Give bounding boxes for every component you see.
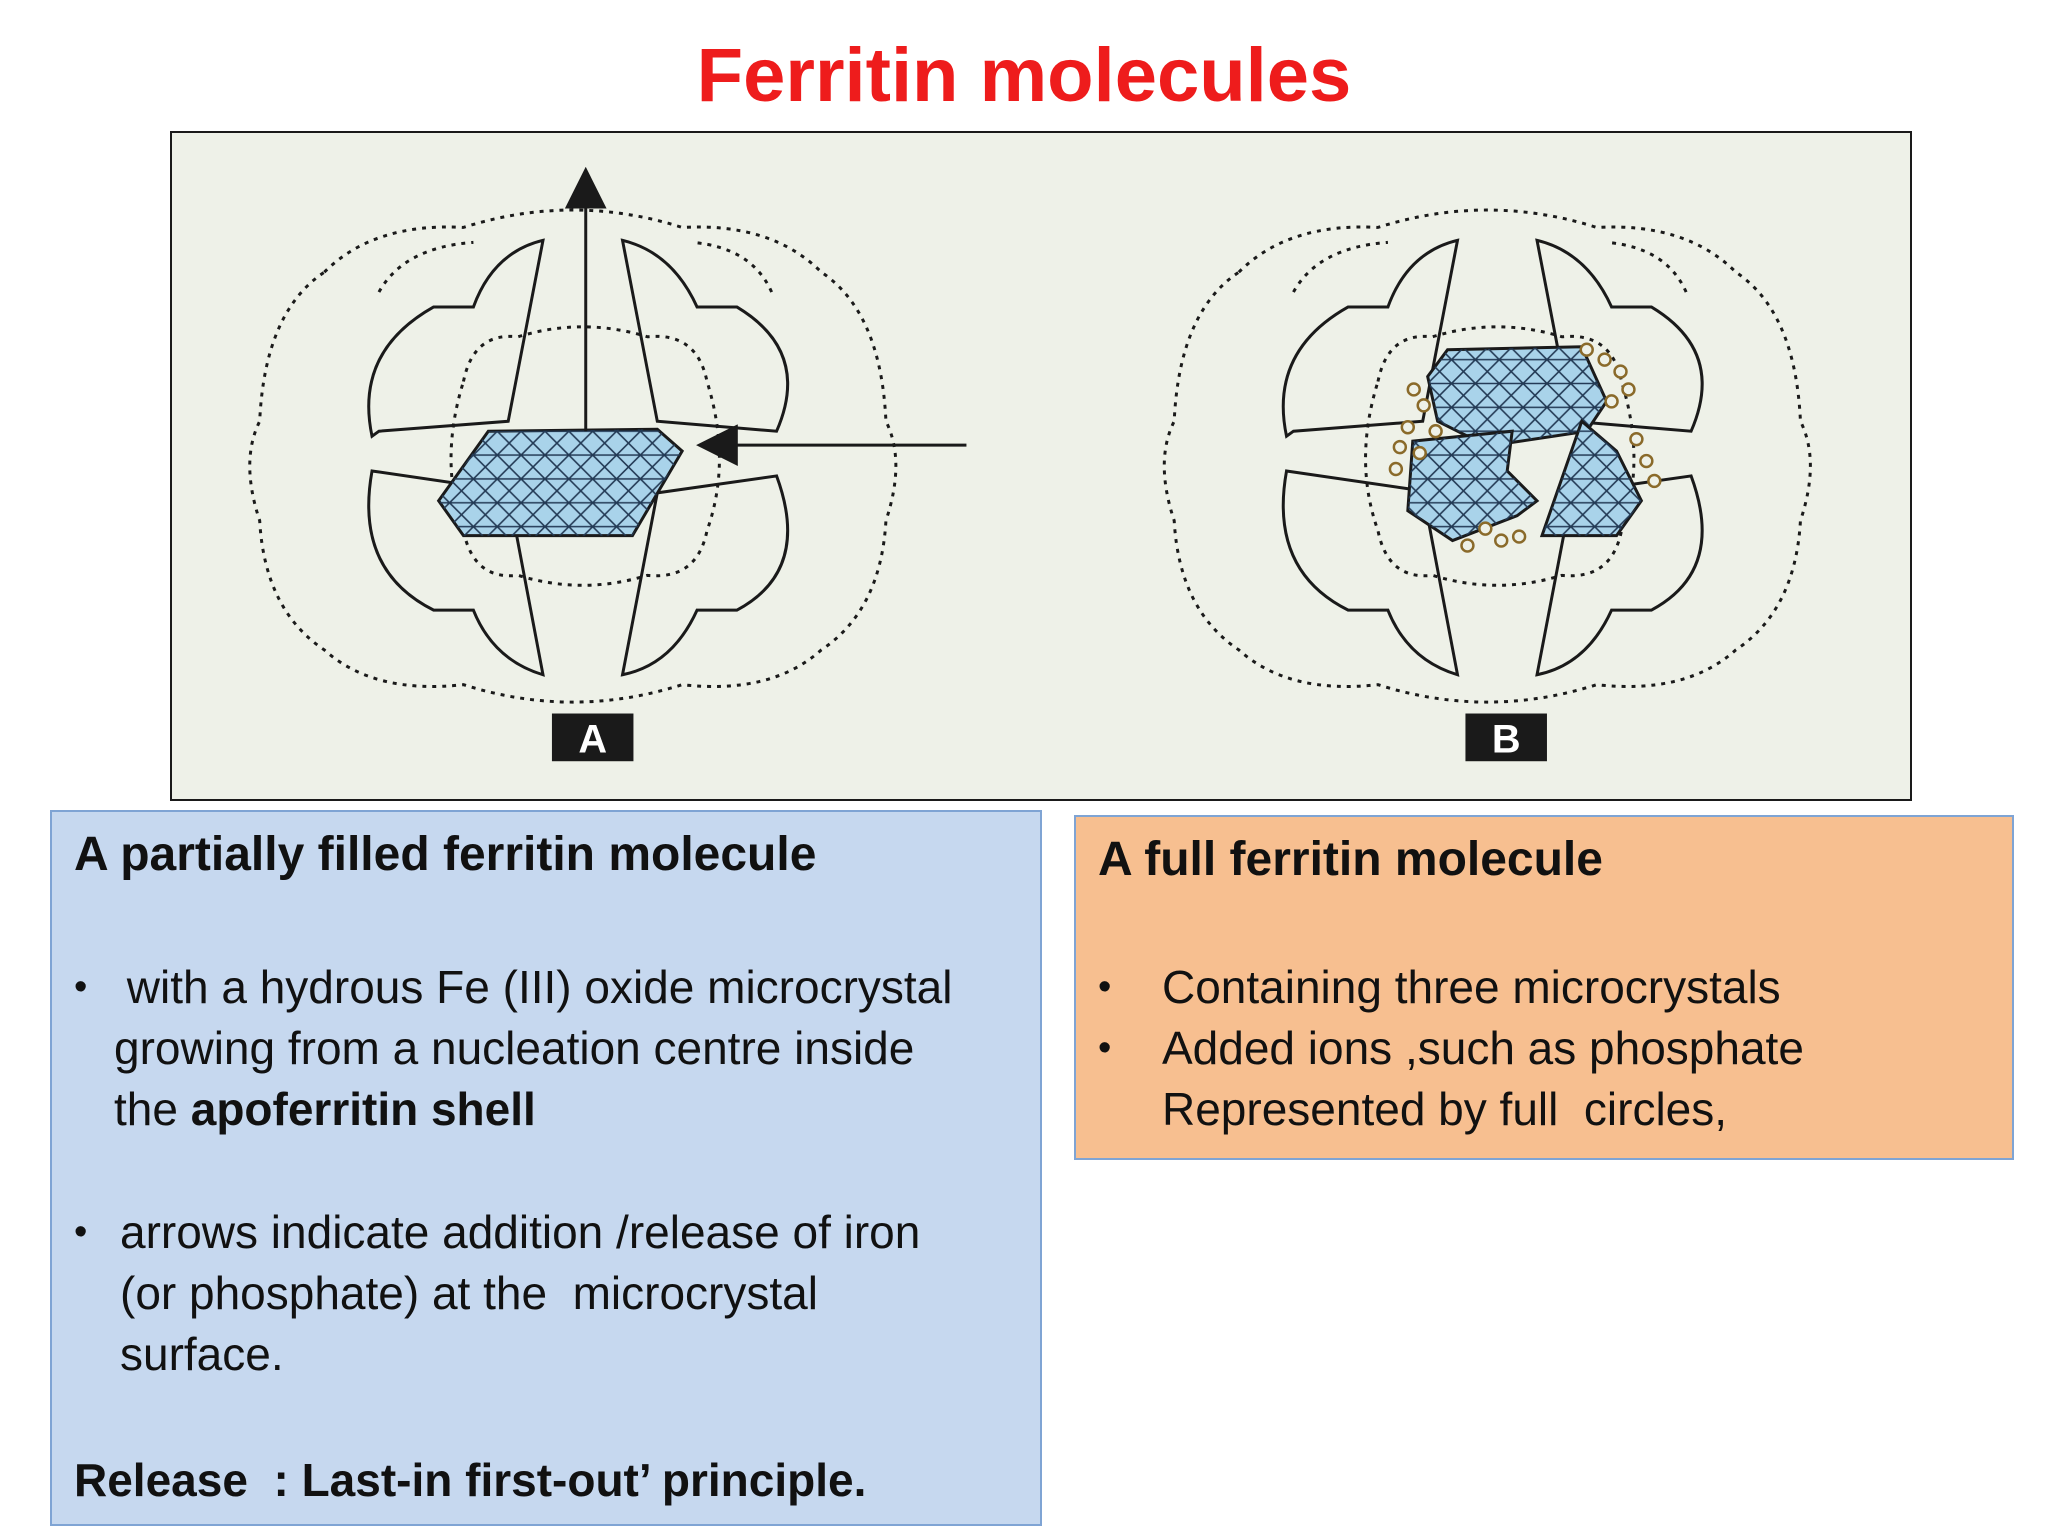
partial-bullet-1: • with a hydrous Fe (III) oxide microcry… (74, 957, 952, 1140)
partial-bullet-1-line-3: the apoferritin shell (114, 1083, 536, 1135)
bullet-symbol: • (74, 966, 88, 1008)
bullet-symbol: • (1098, 966, 1112, 1008)
full-bullet-2: • Added ions ,such as phosphate Represen… (1098, 1018, 1804, 1140)
ion-circles (1388, 342, 1662, 553)
partial-molecule-box: A partially filled ferritin molecule • w… (50, 810, 1042, 1526)
partial-bullet-2-line-1: arrows indicate addition /release of iro… (120, 1206, 921, 1258)
partial-bullet-1-line-1: with a hydrous Fe (III) oxide microcryst… (114, 961, 953, 1013)
partial-bullet-2: • arrows indicate addition /release of i… (74, 1202, 920, 1385)
partial-bullet-1-line-2: growing from a nucleation centre inside (114, 1022, 915, 1074)
full-bullet-2-line-1: Added ions ,such as phosphate (1162, 1022, 1804, 1074)
full-bullet-1: • Containing three microcrystals (1098, 957, 1781, 1018)
partial-bullet-2-line-3: surface. (120, 1328, 284, 1380)
slide-title: Ferritin molecules (696, 33, 1352, 118)
bullet-symbol: • (74, 1211, 88, 1253)
molecule-a (248, 166, 967, 704)
label-a-box (551, 713, 634, 762)
full-bullet-2-line-2: Represented by full circles, (1162, 1083, 1728, 1135)
full-molecule-box: A full ferritin molecule • Containing th… (1074, 815, 2014, 1160)
ferritin-diagram: A B (170, 131, 1912, 801)
release-principle: Release : Last-in first-out’ principle. (74, 1454, 867, 1506)
full-bullet-1-text: Containing three microcrystals (1162, 961, 1781, 1013)
label-b: B (1492, 717, 1521, 761)
apoferritin-shell-text: apoferritin shell (190, 1083, 536, 1135)
full-molecule-heading: A full ferritin molecule (1098, 833, 1603, 886)
partial-bullet-2-line-2: (or phosphate) at the microcrystal (120, 1267, 818, 1319)
partial-molecule-heading: A partially filled ferritin molecule (74, 828, 817, 881)
bullet-symbol: • (1098, 1027, 1112, 1069)
label-a: A (578, 717, 607, 761)
label-b-box (1465, 713, 1547, 762)
molecule-b (1162, 208, 1812, 704)
